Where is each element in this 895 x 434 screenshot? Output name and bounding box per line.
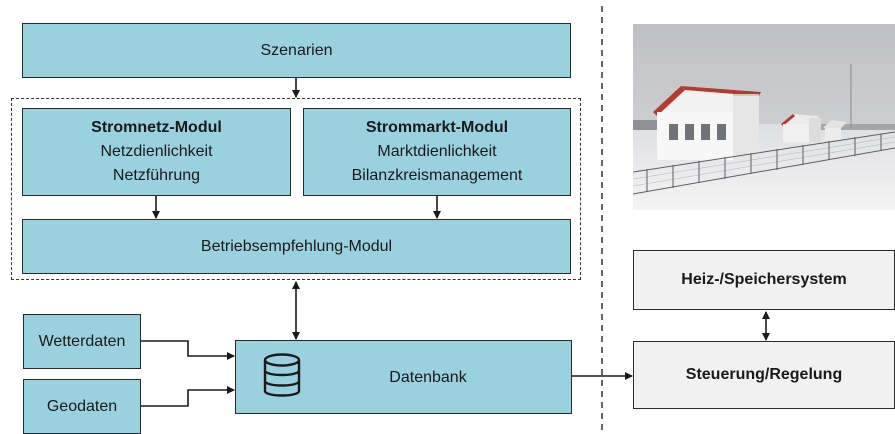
market-module-title: Strommarkt-Modul <box>365 119 509 136</box>
heating-storage-box: Heiz-/Speichersystem <box>633 250 895 310</box>
operation-module-label: Betriebsempfehlung-Modul <box>200 237 393 255</box>
arrow-geo-to-database <box>141 386 235 407</box>
database-label: Datenbank <box>389 369 467 386</box>
geo-data-label: Geodaten <box>46 397 118 415</box>
grid-module-box: Stromnetz-Modul Netzdienlichkeit Netzfüh… <box>22 108 291 196</box>
database-box: Datenbank <box>235 340 572 414</box>
operation-module-box: Betriebsempfehlung-Modul <box>22 219 571 274</box>
scenarios-box: Szenarien <box>22 23 571 78</box>
control-box: Steuerung/Regelung <box>633 341 895 409</box>
weather-data-label: Wetterdaten <box>38 332 126 350</box>
geo-data-box: Geodaten <box>23 379 141 434</box>
weather-data-box: Wetterdaten <box>23 314 141 369</box>
grid-module-title: Stromnetz-Modul <box>91 119 222 136</box>
heating-storage-label: Heiz-/Speichersystem <box>681 271 847 288</box>
control-label: Steuerung/Regelung <box>685 366 843 383</box>
grid-module-line-2: Netzführung <box>112 167 201 184</box>
market-module-box: Strommarkt-Modul Marktdienlichkeit Bilan… <box>303 108 571 196</box>
arrow-weather-to-database <box>141 340 235 360</box>
modules-group-frame <box>11 98 581 280</box>
house-photo <box>633 24 895 210</box>
database-icon <box>263 353 301 397</box>
market-module-line-1: Marktdienlichkeit <box>377 143 497 160</box>
grid-module-line-1: Netzdienlichkeit <box>100 143 213 160</box>
scenarios-label: Szenarien <box>260 41 333 59</box>
market-module-line-2: Bilanzkreismanagement <box>351 167 523 184</box>
